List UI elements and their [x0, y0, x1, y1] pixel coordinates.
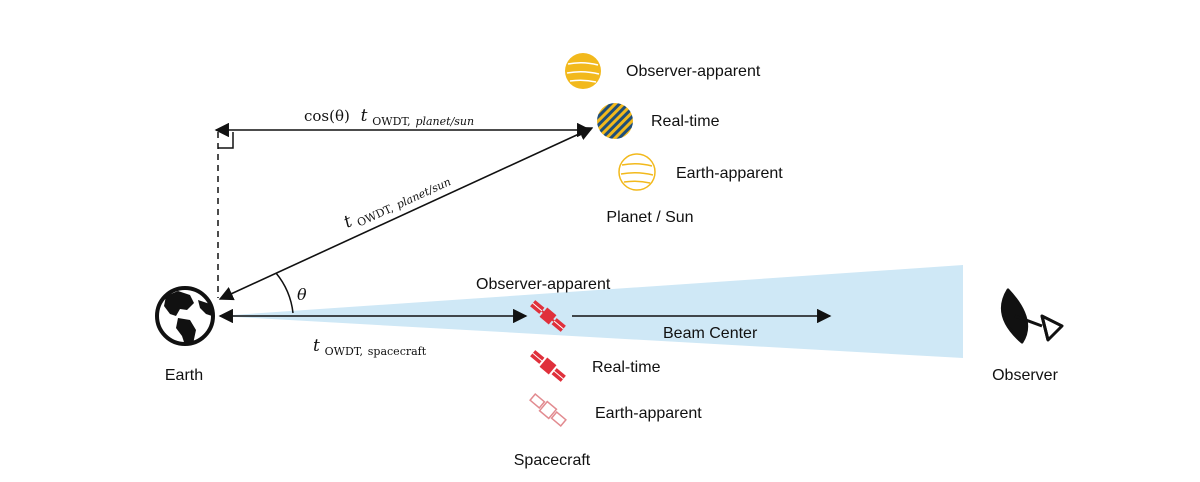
spacecraft-observer-apparent-icon	[530, 300, 566, 332]
right-angle-marker	[218, 132, 234, 149]
theta-arc	[275, 272, 294, 314]
planet-earth-apparent-label: Earth-apparent	[676, 165, 783, 182]
theta-label: θ	[297, 285, 307, 304]
spacecraft-group-label: Spacecraft	[514, 452, 591, 469]
planet-group-label: Planet / Sun	[606, 209, 693, 226]
spacecraft-real-time-icon	[530, 350, 566, 382]
spacecraft-earth-apparent-label: Earth-apparent	[595, 405, 702, 422]
observer-label: Observer	[992, 367, 1058, 384]
spacecraft-earth-apparent-icon	[529, 393, 567, 427]
planet-observer-apparent-icon	[565, 53, 601, 89]
planet-observer-apparent-label: Observer-apparent	[626, 63, 761, 80]
projected-distance-equation: cos(θ) t OWDT, planet/sun	[304, 106, 474, 129]
earth-label: Earth	[165, 367, 203, 384]
beam-center-label: Beam Center	[663, 325, 758, 342]
spacecraft-distance-equation: t OWDT, spacecraft	[313, 336, 427, 359]
planet-distance-equation: t OWDT, planet/sun	[341, 167, 454, 235]
spacecraft-observer-apparent-label: Observer-apparent	[476, 276, 611, 293]
satellite-dish-icon	[1000, 288, 1064, 344]
spacecraft-real-time-label: Real-time	[592, 359, 661, 376]
planet-earth-apparent-icon	[618, 153, 656, 191]
beam-cone	[218, 265, 963, 358]
planet-real-time-icon	[597, 103, 633, 139]
globe-icon	[155, 286, 215, 346]
planet-distance-arrow	[218, 126, 594, 301]
planet-real-time-label: Real-time	[651, 113, 720, 130]
